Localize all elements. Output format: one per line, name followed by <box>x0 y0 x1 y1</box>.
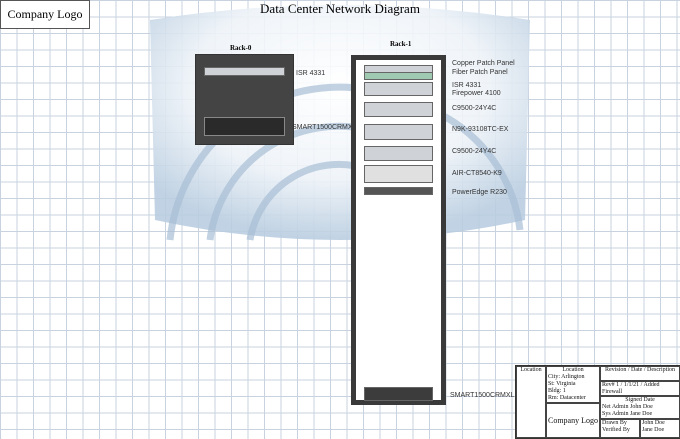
rack-0[interactable] <box>195 54 294 145</box>
title-block-logo: Company Logo <box>546 403 600 438</box>
rack-1-poweredge[interactable] <box>364 187 433 195</box>
device-label: C9500-24Y4C <box>452 105 497 112</box>
diagram-title: Data Center Network Diagram <box>260 1 420 16</box>
rack-0-label: Rack-0 <box>230 44 252 52</box>
rack-1-ups[interactable] <box>364 387 433 401</box>
device-label: C9500-24Y4C <box>452 148 497 155</box>
device-label: N9K-93108TC-EX <box>452 126 509 133</box>
signed-header: Signed Date <box>625 397 655 403</box>
verified-by-name: Jane Doe <box>642 427 665 433</box>
rack-1-c9500-2[interactable] <box>364 146 433 161</box>
device-label: AIR-CT8540-K9 <box>452 170 502 177</box>
rack-1[interactable] <box>351 55 446 405</box>
rack-1-air-ct8540[interactable] <box>364 165 433 183</box>
drawn-by-label: Drawn By <box>602 420 627 426</box>
device-label: PowerEdge R230 <box>452 189 507 196</box>
rack-0-isr-4331[interactable] <box>204 67 285 76</box>
address-line: City: Arlington <box>548 374 585 380</box>
rack-0-ups[interactable] <box>204 117 285 136</box>
revision-header: Revision / Date / Description <box>600 366 680 381</box>
device-label: SMART1500CRMXL <box>450 392 515 399</box>
rack-1-n9k[interactable] <box>364 124 433 140</box>
address-cell: Location City: Arlington St: Virginia Bl… <box>546 366 600 403</box>
address-line: Rm: Datacenter <box>548 395 586 401</box>
location-cell: Location <box>516 366 546 438</box>
device-label: SMART1500CRMXL <box>292 124 357 131</box>
device-label: Copper Patch Panel <box>452 60 515 67</box>
device-label: Firepower 4100 <box>452 90 501 97</box>
address-heading: Location <box>562 367 584 373</box>
signed-row: Sys Admin Jane Doe <box>602 411 653 417</box>
rack-1-fiber-patch-panel[interactable] <box>364 72 433 80</box>
signed-row: Net Admin John Doe <box>602 404 653 410</box>
drawn-by-name: John Doe <box>642 420 665 426</box>
device-label: ISR 4331 <box>452 82 482 89</box>
address-line: St: Virginia <box>548 381 576 387</box>
rack-1-c9500-1[interactable] <box>364 102 433 117</box>
title-block: Location Location City: Arlington St: Vi… <box>515 365 680 439</box>
location-heading: Location <box>520 367 542 373</box>
rack-1-label: Rack-1 <box>390 40 412 48</box>
company-logo: Company Logo <box>0 0 90 29</box>
verified-by-label: Verified By <box>602 427 630 433</box>
revision-row: Rev# 1 / 1/1/21 / Added Firewall <box>600 381 680 396</box>
rack-1-isr-firepower[interactable] <box>364 82 433 96</box>
address-line: Bldg: 1 <box>548 388 566 394</box>
device-label: Fiber Patch Panel <box>452 69 508 76</box>
device-label: ISR 4331 <box>296 70 326 77</box>
